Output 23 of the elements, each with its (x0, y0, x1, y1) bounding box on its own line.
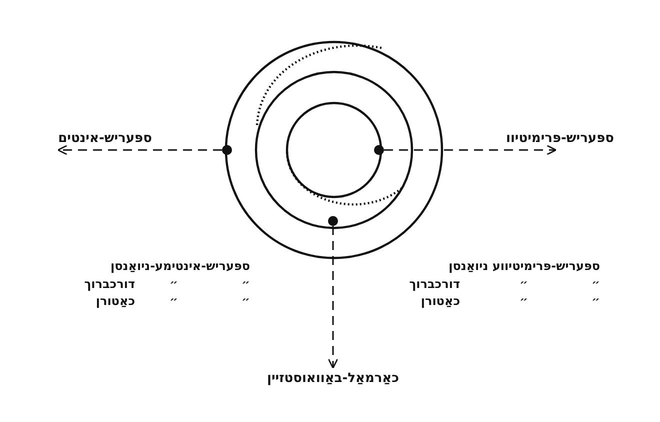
table-text: ספּעריש-פּרימיטיווע ניואַנסן (448, 258, 600, 274)
dashed-arrow (328, 226, 338, 369)
junction-dot (374, 145, 384, 155)
table-text: כאַטורן (96, 293, 135, 309)
ditto-mark: ״ (169, 293, 178, 309)
table-text: ספּעריש-אינטימע-ניואַנסן (110, 258, 250, 274)
junction-dot (328, 216, 338, 226)
axis-label: ספּעריש-אינטים (40, 130, 170, 148)
ditto-mark: ״ (169, 276, 178, 292)
table-text: דורכברוך (84, 276, 135, 292)
axis-label: כאַרמאַל-באַוואוסטזיין (230, 370, 436, 390)
table-text: כאַטורן (420, 293, 460, 309)
dashed-arrow (384, 144, 557, 156)
ditto-mark: ״ (519, 293, 528, 309)
ditto-mark: ״ (241, 293, 250, 309)
dashed-arrow (57, 144, 222, 156)
table-text: דורכברוך (409, 276, 460, 292)
ditto-mark: ״ (519, 276, 528, 292)
ditto-mark: ״ (591, 293, 600, 309)
axis-label: ספּעריש-פּרימיטיוו (480, 130, 640, 148)
ditto-mark: ״ (241, 276, 250, 292)
ditto-mark: ״ (591, 276, 600, 292)
junction-dot (222, 145, 232, 155)
